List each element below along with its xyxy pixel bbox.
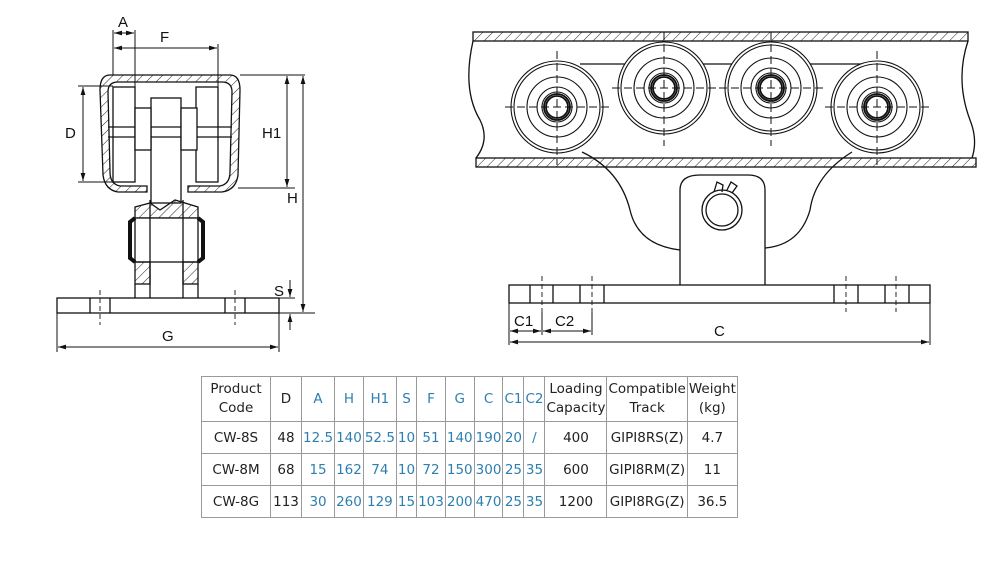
- cell-h1: 129: [362, 485, 397, 518]
- wheel-3: [719, 32, 823, 146]
- dim-label-D: D: [65, 125, 76, 142]
- cell-h: 140: [334, 421, 364, 454]
- cell-f: 103: [416, 485, 446, 518]
- cell-d: 68: [270, 453, 302, 486]
- cell-a: 15: [300, 453, 336, 486]
- cell-track: GIPI8RM(Z): [606, 453, 688, 486]
- cell-c: 190: [473, 421, 504, 454]
- cell-f: 51: [416, 421, 446, 454]
- dim-label-F: F: [160, 29, 169, 46]
- side-view-dimensions: [56, 30, 315, 352]
- cell-c: 470: [473, 485, 504, 518]
- cell-load: 1200: [544, 485, 608, 518]
- column-header-c2: C2: [523, 376, 546, 422]
- base-plate-side: [56, 297, 280, 314]
- cell-c1: 25: [502, 453, 525, 486]
- cell-g: 150: [444, 453, 475, 486]
- cell-d: 113: [270, 485, 302, 518]
- dim-label-A: A: [118, 14, 128, 31]
- wheel-1: [505, 51, 609, 165]
- track-top-wall: [472, 31, 969, 42]
- dim-label-G: G: [162, 328, 174, 345]
- cell-g: 200: [444, 485, 475, 518]
- column-header-weight: Weight(kg): [686, 376, 738, 422]
- dim-label-H1: H1: [262, 125, 281, 142]
- dim-label-C: C: [714, 323, 725, 340]
- cell-g: 140: [444, 421, 475, 454]
- dim-label-H: H: [287, 190, 298, 207]
- cell-s: 10: [395, 421, 418, 454]
- cell-code: CW-8S: [201, 421, 271, 454]
- technical-drawing: A F D H1 H S G: [56, 14, 977, 352]
- cell-weight: 11: [686, 453, 738, 486]
- stem-bushing: [134, 217, 199, 263]
- track-channel: [99, 74, 241, 193]
- cell-d: 48: [270, 421, 302, 454]
- cell-code: CW-8M: [201, 453, 271, 486]
- cell-h1: 74: [362, 453, 397, 486]
- wheel-right: [195, 86, 219, 183]
- column-header-f: F: [416, 376, 446, 422]
- cell-c: 300: [473, 453, 504, 486]
- cell-load: 600: [544, 453, 608, 486]
- wheel-2: [612, 32, 716, 146]
- cell-load: 400: [544, 421, 608, 454]
- column-header-g: G: [444, 376, 475, 422]
- wheel-4: [825, 51, 929, 165]
- column-header-s: S: [395, 376, 418, 422]
- cell-h: 162: [334, 453, 364, 486]
- column-header-a: A: [300, 376, 336, 422]
- cell-c1: 20: [502, 421, 525, 454]
- column-header-h: H: [334, 376, 364, 422]
- dim-label-S: S: [274, 283, 284, 300]
- cell-s: 15: [395, 485, 418, 518]
- axle-body: [150, 97, 182, 204]
- column-header-c1: C1: [502, 376, 525, 422]
- cell-weight: 36.5: [686, 485, 738, 518]
- cell-weight: 4.7: [686, 421, 738, 454]
- front-view-dimensions: [508, 303, 931, 345]
- cell-f: 72: [416, 453, 446, 486]
- dim-label-C2: C2: [555, 313, 574, 330]
- wheel-left: [112, 86, 136, 183]
- cell-code: CW-8G: [201, 485, 271, 518]
- dim-label-C1: C1: [514, 313, 533, 330]
- cell-c2: /: [523, 421, 546, 454]
- side-view: [56, 74, 280, 325]
- cell-h1: 52.5: [362, 421, 397, 454]
- cell-c1: 25: [502, 485, 525, 518]
- base-plate-front: [508, 284, 931, 304]
- cell-c2: 35: [523, 453, 546, 486]
- cell-c2: 35: [523, 485, 546, 518]
- front-view: [468, 31, 977, 312]
- column-header-c: C: [473, 376, 504, 422]
- front-view-wheels: [505, 32, 929, 165]
- cell-s: 10: [395, 453, 418, 486]
- track-bottom-wall: [475, 157, 977, 168]
- column-header-d: D: [270, 376, 302, 422]
- cell-h: 260: [334, 485, 364, 518]
- cell-a: 12.5: [300, 421, 336, 454]
- cell-a: 30: [300, 485, 336, 518]
- cell-track: GIPI8RG(Z): [606, 485, 688, 518]
- cell-track: GIPI8RS(Z): [606, 421, 688, 454]
- column-header-h1: H1: [362, 376, 397, 422]
